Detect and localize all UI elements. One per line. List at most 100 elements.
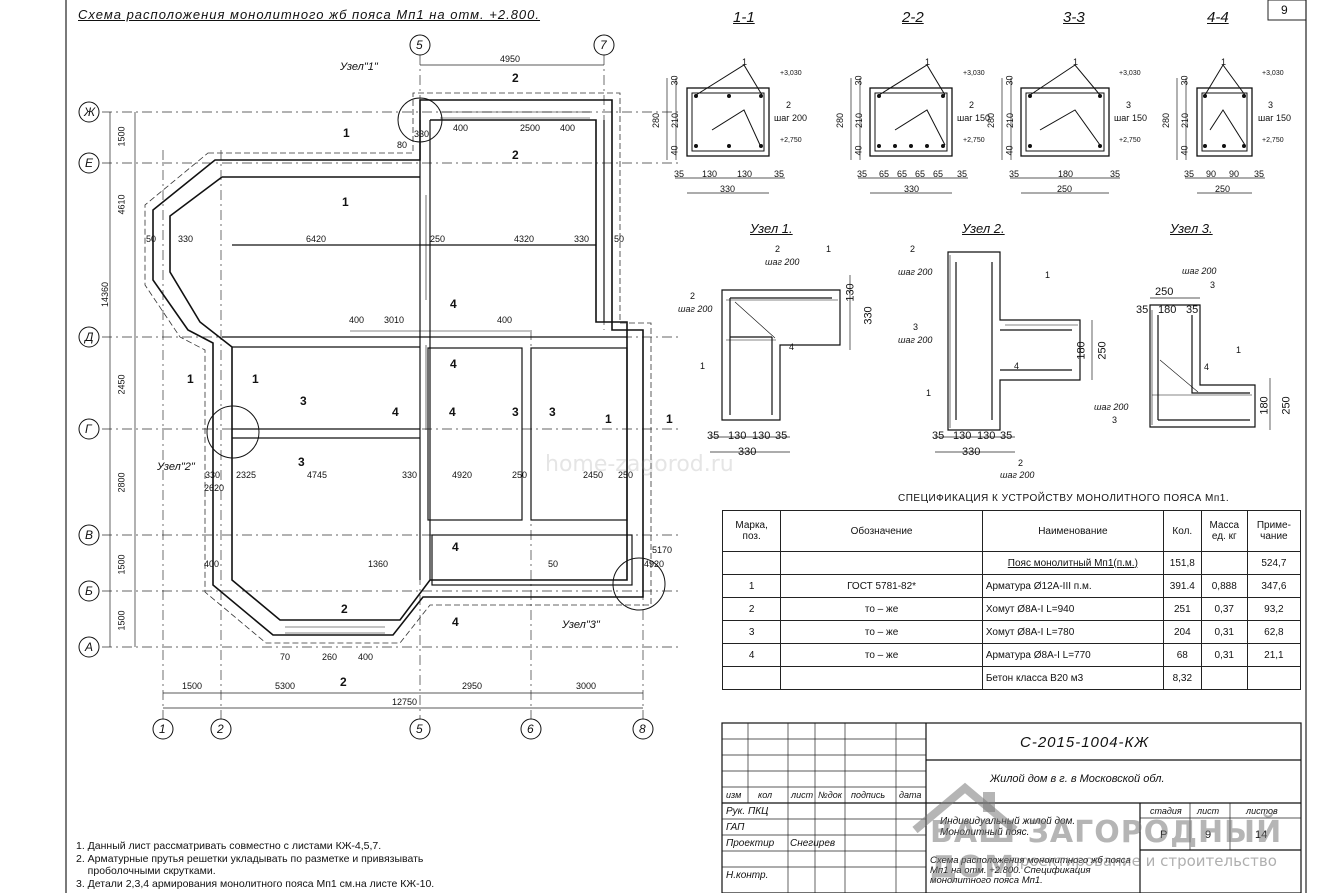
watermark-tagline: проектирование и строительство [1010, 852, 1277, 870]
sec4-w3: 35 [1254, 169, 1265, 179]
watermark-logo-icon [912, 782, 1018, 834]
sec2-top-mark: +3,030 [963, 70, 985, 77]
inner-dim: 2325 [236, 470, 257, 480]
node2-text: 35 [1000, 430, 1013, 442]
spec-col-qty: Кол. [1162, 510, 1202, 552]
inner-dim: 2450 [583, 470, 604, 480]
spec-cell [721, 666, 782, 690]
sec4-top-mark: +3,030 [1262, 70, 1284, 77]
dim-bottom-0: 1500 [182, 681, 203, 691]
node3-text: шаг 200 [1094, 402, 1129, 412]
node3-text: 4 [1204, 362, 1210, 372]
watermark-site: home-zagorod.ru [545, 452, 734, 477]
spec-row: Пояс монолитный Мп1(п.м.) 151,8 524,7 [721, 551, 1302, 575]
sec2-callout: 2 [969, 100, 975, 110]
spec-col-mass: Масса ед. кг [1200, 510, 1248, 552]
spec-title: СПЕЦИФИКАЦИЯ К УСТРОЙСТВУ МОНОЛИТНОГО ПО… [898, 493, 1230, 504]
axis-e: Е [85, 156, 94, 170]
node3-text: 180 [1158, 304, 1177, 316]
dim-bottom-1: 5300 [275, 681, 296, 691]
plan-node-3-label: Узел"3" [562, 619, 600, 631]
section-label-4-4: 4-4 [1207, 9, 1229, 26]
col-izm: изм [726, 790, 742, 800]
node-1-label: Узел 1. [750, 221, 793, 236]
node1-text: 2 [690, 291, 696, 301]
sec3-w0: 35 [1009, 169, 1020, 179]
inner-dim: 400 [349, 315, 365, 325]
plan-title: Схема расположения монолитного жб пояса … [78, 7, 541, 22]
note-line: 1. Данный лист рассматривать совместно с… [76, 840, 382, 852]
spec-cell: 347,6 [1246, 574, 1302, 598]
role-ruk-pkc: Рук. ПКЦ [726, 806, 769, 817]
col-date: дата [899, 790, 922, 800]
sec2-w2: 65 [897, 169, 908, 179]
inner-dim: 250 [430, 234, 446, 244]
section-mark: 3 [300, 394, 307, 408]
inner-dim: 3010 [384, 315, 405, 325]
node3-text: 1 [1236, 345, 1242, 355]
section-mark: 2 [340, 675, 347, 689]
sheet-header: лист [1197, 806, 1220, 816]
section-mark: 4 [450, 357, 457, 371]
sec4-w0: 35 [1184, 169, 1195, 179]
node2-text: 1 [1045, 270, 1051, 280]
note-line: проболочными скрутками. [76, 865, 216, 877]
spec-cell: 2 [721, 597, 782, 621]
axis-d: Д [85, 330, 94, 344]
sec2-bottom-mark: +2,750 [963, 137, 985, 144]
inner-dim: 250 [512, 470, 528, 480]
sec2-w4: 65 [933, 169, 944, 179]
sec4-callout: 3 [1268, 100, 1274, 110]
stage-header: стадия [1150, 806, 1182, 816]
inner-dim: 400 [560, 123, 576, 133]
inner-dim: 330 [205, 470, 221, 480]
axis-zh: Ж [84, 105, 96, 119]
spec-header-row: Марка, поз. Обозначение Наименование Кол… [721, 510, 1302, 552]
spec-cell: Бетон класса В20 м3 [981, 666, 1164, 690]
node1-text: 35 [707, 430, 720, 442]
node1-text: шаг 200 [765, 257, 800, 267]
node2-text: 4 [1014, 361, 1020, 371]
section-mark: 1 [666, 412, 673, 426]
node-2-label: Узел 2. [962, 221, 1005, 236]
col-ndok: №док [818, 790, 842, 800]
dim-bottom-2: 2950 [462, 681, 483, 691]
node1-text: 4 [789, 342, 795, 352]
sec1-step: шаг 200 [774, 113, 808, 123]
node-3-label: Узел 3. [1170, 221, 1213, 236]
sec3-w2: 35 [1110, 169, 1121, 179]
section-mark: 1 [605, 412, 612, 426]
section-label-2-2: 2-2 [902, 9, 924, 26]
sec1-bottom-mark: +2,750 [780, 137, 802, 144]
node2-text: 1 [926, 388, 932, 398]
section-mark: 3 [512, 405, 519, 419]
sec2-w1: 65 [879, 169, 890, 179]
spec-cell: Хомут Ø8А-I L=780 [981, 620, 1164, 644]
inner-dim: 6420 [306, 234, 327, 244]
node2-text: шаг 200 [1000, 470, 1035, 480]
inner-dim: 50 [146, 234, 157, 244]
node2-text: 130 [977, 430, 996, 442]
inner-dim: 330 [414, 129, 430, 139]
sec1-w1: 130 [702, 169, 718, 179]
sheets-header: листов [1246, 806, 1278, 816]
node1-text: 1 [700, 361, 706, 371]
node1-text: шаг 200 [678, 304, 713, 314]
sec1-top-mark: +3,030 [780, 70, 802, 77]
note-line: 3. Детали 2,3,4 армирования монолитного … [76, 877, 435, 890]
inner-dim: 4920 [452, 470, 473, 480]
spec-cell: 0,37 [1200, 597, 1248, 621]
role-proektir: Проектир [726, 838, 775, 849]
spec-cell: ГОСТ 5781-82* [780, 574, 983, 598]
inner-dim: 4320 [514, 234, 535, 244]
node3-text: 3 [1210, 280, 1216, 290]
node2-text: шаг 200 [898, 267, 933, 277]
doc-code: С-2015-1004-КЖ [1020, 734, 1150, 751]
sec1-wtotal: 330 [720, 184, 736, 194]
general-notes: 1. Данный лист рассматривать совместно с… [76, 840, 434, 890]
plan-node-2-label: Узел"2" [157, 461, 195, 473]
role-nkontr: Н.контр. [726, 870, 769, 881]
